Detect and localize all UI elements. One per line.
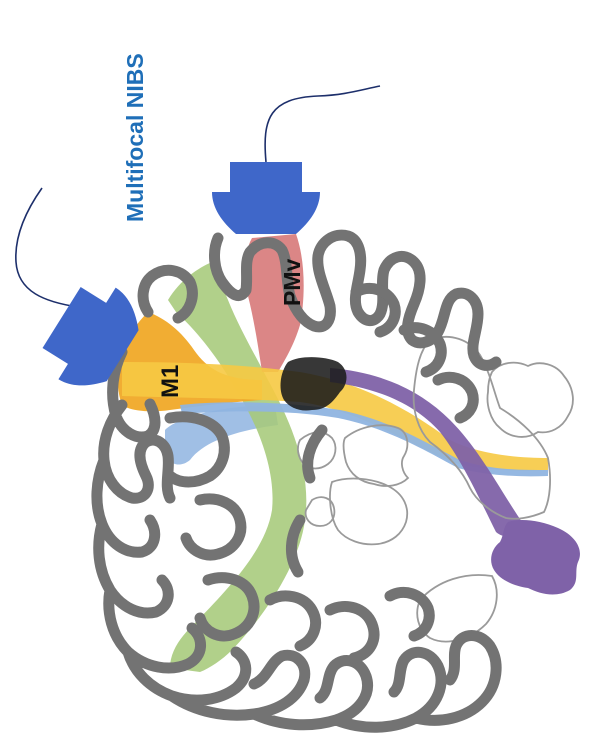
figure-title: Multifocal NIBS <box>122 53 148 222</box>
pmv-label: PMv <box>279 259 305 307</box>
m1-label: M1 <box>157 365 184 398</box>
coil-cable-left <box>16 188 78 307</box>
tms-coil-icon <box>212 162 320 234</box>
coil-cable-top <box>265 86 380 162</box>
